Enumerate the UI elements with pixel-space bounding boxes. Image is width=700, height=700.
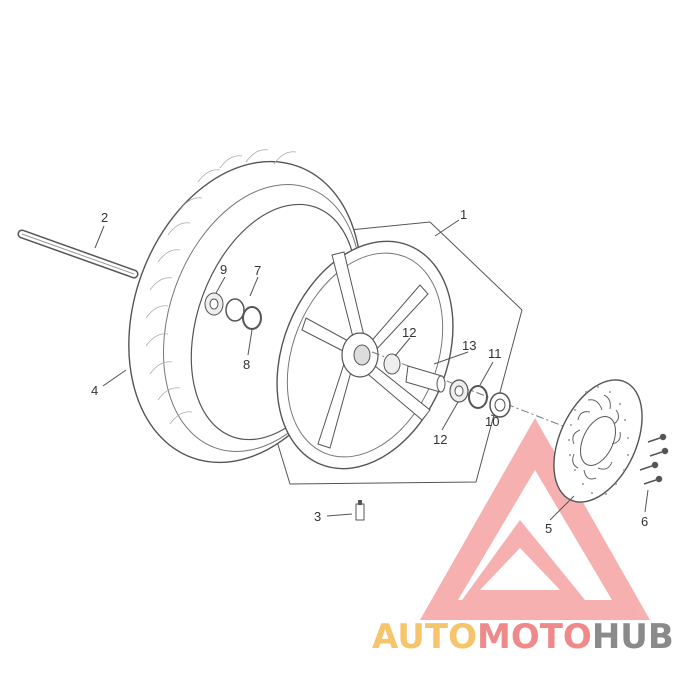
callout-13: 13 <box>462 338 476 353</box>
leader-lines <box>94 219 649 521</box>
disc-bolts <box>639 433 669 485</box>
watermark-part-moto: MOTO <box>476 617 592 657</box>
seal-part-7 <box>225 298 245 322</box>
wheel-rim <box>276 240 454 470</box>
callout-10: 10 <box>485 414 499 429</box>
callout-6: 6 <box>641 514 648 529</box>
axle-shaft <box>17 229 139 279</box>
watermark-part-auto: AUTO <box>372 617 477 657</box>
callout-12-lower: 12 <box>433 432 447 447</box>
callout-12-upper: 12 <box>402 325 416 340</box>
watermark-part-hub: HUB <box>591 617 674 657</box>
spacer-part-10 <box>489 392 511 418</box>
callout-5: 5 <box>545 521 552 536</box>
callout-3: 3 <box>314 509 321 524</box>
bearing-part-12-right <box>449 379 469 403</box>
watermark-brand: AUTOMOTOHUB <box>372 614 692 660</box>
bearing-part-12-left <box>383 353 401 375</box>
spacer-tube-part-13 <box>405 365 446 393</box>
callout-7: 7 <box>254 263 261 278</box>
callout-8: 8 <box>243 357 250 372</box>
watermark-triangle-icon <box>420 418 650 620</box>
bearing-part-8 <box>242 306 262 330</box>
callout-11: 11 <box>488 346 502 361</box>
callout-9: 9 <box>220 262 227 277</box>
callout-4: 4 <box>91 383 98 398</box>
spacer-part-9 <box>204 292 224 316</box>
brake-disc <box>553 379 643 503</box>
tyre-valve <box>355 500 365 521</box>
seal-part-11 <box>468 385 488 409</box>
callout-2: 2 <box>101 210 108 225</box>
callout-1: 1 <box>460 207 467 222</box>
